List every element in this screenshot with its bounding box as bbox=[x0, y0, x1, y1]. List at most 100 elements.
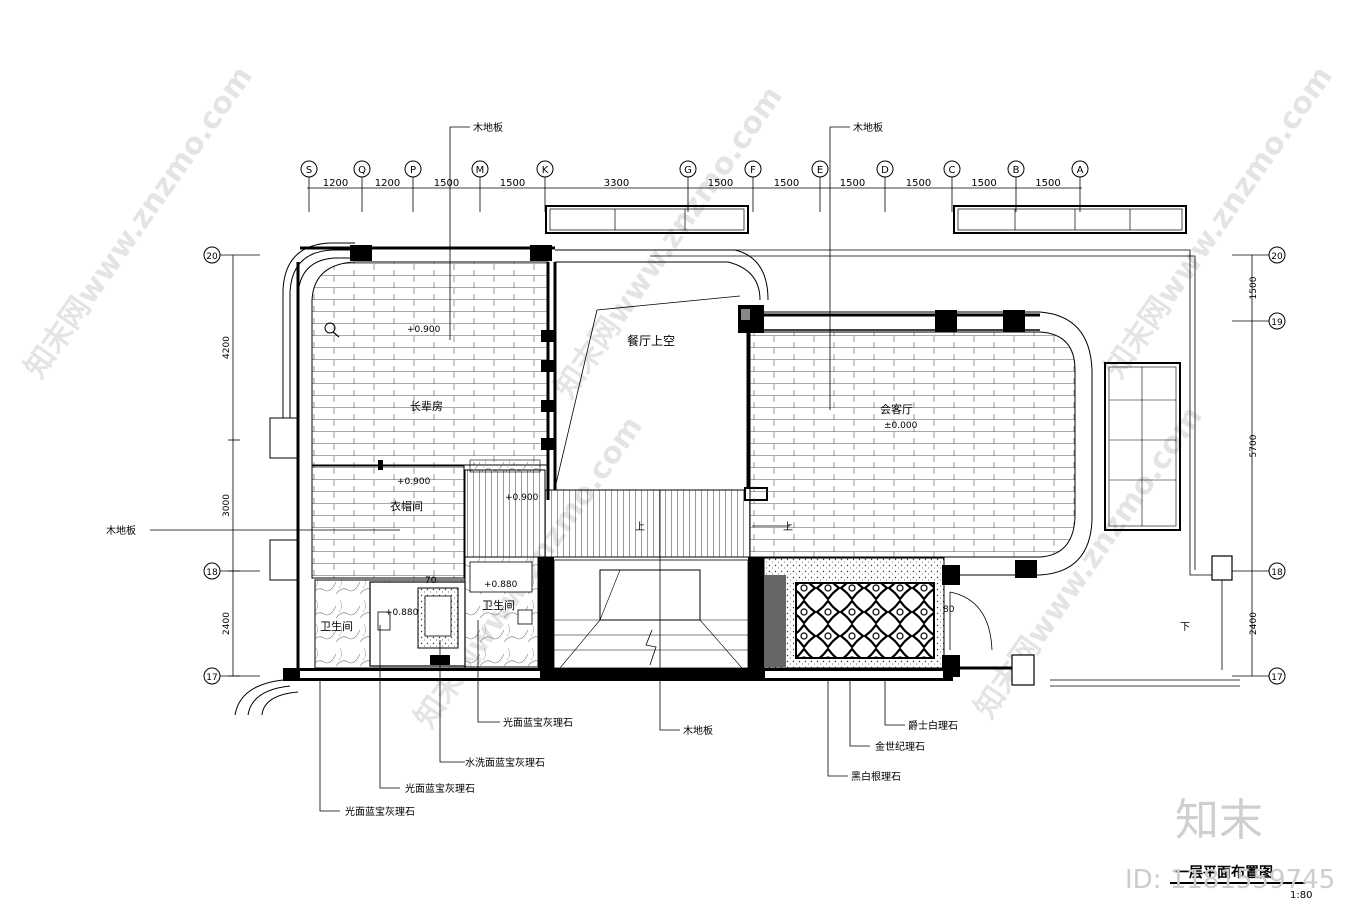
bath-left-level: +0.880 bbox=[385, 608, 419, 618]
dim-70: 70 bbox=[425, 576, 437, 586]
callout-8: 光面蓝宝灰理石 bbox=[345, 805, 415, 818]
column-axis-k: K bbox=[536, 160, 554, 212]
column-axis-d: D bbox=[876, 160, 894, 212]
column-axis-label: K bbox=[542, 165, 549, 176]
callout-6: 光面蓝宝灰理石 bbox=[405, 782, 475, 795]
room-labels: 长辈房 +0.900 衣帽间 +0.900 +0.900 餐厅上空 会客厅 ±0… bbox=[320, 325, 1190, 633]
column-axis-label: Q bbox=[358, 165, 366, 176]
bath-right-label: 卫生间 bbox=[482, 598, 515, 612]
window-bars bbox=[545, 205, 1187, 234]
column-spacing-label: 1500 bbox=[971, 178, 996, 189]
down-arrow-label: 下 bbox=[1180, 622, 1190, 633]
bath-right-level: +0.880 bbox=[484, 580, 518, 590]
column-axis-label: D bbox=[881, 165, 889, 176]
row-axis-right-19: 19 bbox=[1232, 312, 1286, 330]
column-spacing-label: 1500 bbox=[708, 178, 733, 189]
row-axis-right-18: 18 bbox=[1232, 562, 1286, 580]
column-axis-label: P bbox=[410, 165, 416, 176]
stair-core bbox=[538, 490, 764, 677]
column-axis-e: E bbox=[811, 160, 829, 212]
svg-text:18: 18 bbox=[206, 568, 218, 578]
title-block: 一层平面布置图 1:80 知末 ID: 1181559745 bbox=[1125, 795, 1335, 901]
column-axis-m: M bbox=[471, 160, 489, 212]
column-axis-label: C bbox=[949, 165, 956, 176]
dim-80: 80 bbox=[943, 605, 955, 615]
svg-text:17: 17 bbox=[1271, 673, 1282, 683]
row-spacing-label: 2400 bbox=[1249, 612, 1259, 635]
column-spacing-label: 1500 bbox=[500, 178, 525, 189]
svg-text:20: 20 bbox=[1271, 252, 1283, 262]
column-spacing-label: 1200 bbox=[323, 178, 348, 189]
column-axis-c: C bbox=[943, 160, 961, 212]
row-axis-right-17: 17 bbox=[1232, 667, 1286, 685]
column-axis-label: A bbox=[1077, 165, 1084, 176]
column-axis-g: G bbox=[679, 160, 697, 212]
row-spacing-label: 2400 bbox=[222, 612, 232, 635]
callout-5: 金世纪理石 bbox=[875, 740, 925, 753]
brand-logo: 知末 bbox=[1175, 795, 1263, 846]
svg-text:17: 17 bbox=[206, 673, 217, 683]
callout-3: 爵士白理石 bbox=[908, 719, 958, 732]
callout-top-left: 木地板 bbox=[473, 121, 503, 134]
svg-text:知末网www.znzmo.com: 知末网www.znzmo.com bbox=[18, 60, 260, 385]
up-arrow-label-1: 上 bbox=[635, 521, 645, 533]
svg-text:18: 18 bbox=[1271, 568, 1283, 578]
row-axis-right-20: 20 bbox=[1232, 246, 1286, 264]
cloak-level: +0.900 bbox=[397, 477, 431, 487]
svg-text:知末网www.znzmo.com: 知末网www.znzmo.com bbox=[1098, 60, 1340, 385]
column-spacing-label: 1500 bbox=[434, 178, 459, 189]
study-level: +0.900 bbox=[407, 325, 441, 335]
bath-left-label: 卫生间 bbox=[320, 619, 353, 633]
cloak-room bbox=[311, 460, 465, 579]
row-axis-left-20: 20 bbox=[203, 246, 260, 264]
column-spacing-label: 1500 bbox=[906, 178, 931, 189]
stair-level: +0.900 bbox=[505, 493, 539, 503]
column-axis-f: F bbox=[744, 160, 762, 212]
living-room bbox=[738, 305, 1093, 576]
up-arrow-label-2: 上 bbox=[783, 521, 793, 533]
right-bathroom bbox=[464, 556, 539, 668]
column-axis-label: S bbox=[306, 165, 312, 176]
callout-1: 光面蓝宝灰理石 bbox=[503, 716, 573, 729]
study-room bbox=[296, 245, 555, 675]
column-spacing-label: 1500 bbox=[840, 178, 865, 189]
row-spacing-label: 1500 bbox=[1249, 276, 1259, 299]
callout-2: 木地板 bbox=[683, 724, 713, 737]
dining-void-label: 餐厅上空 bbox=[627, 333, 675, 348]
svg-text:19: 19 bbox=[1271, 318, 1283, 328]
image-id: ID: 1181559745 bbox=[1125, 865, 1335, 895]
column-axis-label: B bbox=[1013, 165, 1020, 176]
column-axis-p: P bbox=[404, 160, 422, 212]
drawing-title: 一层平面布置图 bbox=[1175, 864, 1273, 881]
row-spacing-label: 3000 bbox=[222, 494, 232, 517]
column-axis-a: A bbox=[1071, 160, 1089, 212]
outer-wall-right bbox=[650, 249, 1240, 687]
leader-lines bbox=[150, 126, 905, 812]
callout-left: 木地板 bbox=[106, 524, 136, 537]
column-axis-q: Q bbox=[353, 160, 371, 212]
dining-void bbox=[553, 249, 769, 490]
column-spacing-label: 1500 bbox=[1035, 178, 1060, 189]
foyer bbox=[763, 557, 1037, 686]
column-axis-group: S Q P M K G F E D C B A 1200 1200 1500 1500 3300 1500 1500… bbox=[300, 160, 1089, 212]
column-spacing-label: 3300 bbox=[604, 178, 629, 189]
living-label: 会客厅 bbox=[880, 402, 913, 416]
column-axis-b: B bbox=[1007, 160, 1025, 212]
svg-text:20: 20 bbox=[206, 252, 218, 262]
column-axis-label: G bbox=[684, 165, 692, 176]
column-axis-label: M bbox=[476, 165, 485, 176]
cloak-label: 衣帽间 bbox=[390, 499, 423, 513]
callout-top-right: 木地板 bbox=[853, 121, 883, 134]
callout-4: 水洗面蓝宝灰理石 bbox=[465, 756, 545, 769]
study-label: 长辈房 bbox=[410, 399, 443, 413]
column-axis-s: S bbox=[300, 160, 318, 212]
living-level: ±0.000 bbox=[884, 421, 918, 431]
column-spacing-label: 1200 bbox=[375, 178, 400, 189]
callout-labels: 木地板 木地板 木地板 光面蓝宝灰理石 木地板 爵士白理石 水洗面蓝宝灰理石 金… bbox=[106, 121, 958, 818]
column-axis-label: F bbox=[750, 165, 756, 176]
row-spacing-label: 5700 bbox=[1249, 434, 1259, 457]
callout-7: 黑白根理石 bbox=[851, 770, 901, 783]
side-window bbox=[1104, 362, 1181, 531]
